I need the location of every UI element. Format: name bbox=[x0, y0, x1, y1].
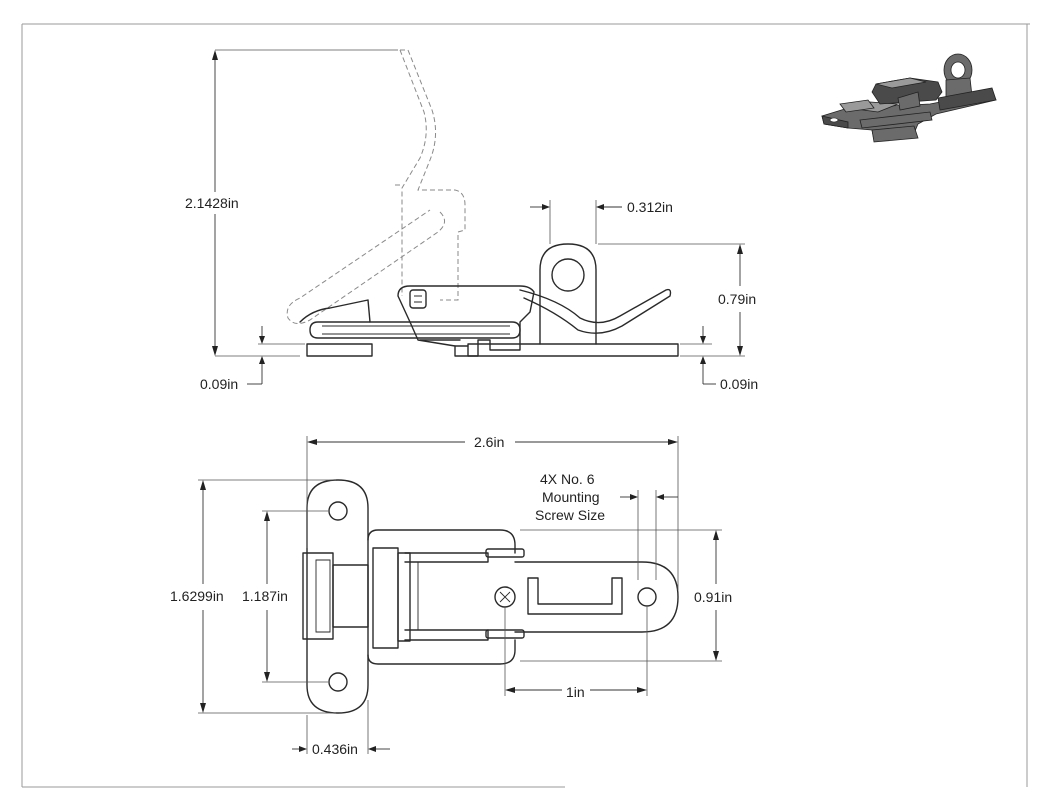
top-view bbox=[302, 479, 679, 714]
side-view bbox=[286, 49, 679, 357]
pivot-width-dimension: 0.312in bbox=[530, 199, 673, 244]
hole-spacing-horizontal-label: 1in bbox=[566, 684, 585, 700]
pivot-width-label: 0.312in bbox=[627, 199, 673, 215]
hole-spacing-vertical-label: 1.187in bbox=[242, 588, 288, 604]
hole-spacing-vertical-dimension: 1.187in bbox=[242, 510, 328, 683]
mounting-screw-note: 4X No. 6 Mounting Screw Size bbox=[535, 471, 678, 580]
left-base-thickness-dimension: 0.09in bbox=[200, 326, 305, 392]
right-base-thickness-dimension: 0.09in bbox=[680, 326, 758, 392]
overall-width-dimension: 1.6299in bbox=[170, 479, 336, 714]
mounting-note-line1: 4X No. 6 bbox=[540, 471, 595, 487]
flange-offset-label: 0.436in bbox=[312, 741, 358, 757]
overall-height-label: 2.1428in bbox=[185, 195, 239, 211]
catch-width-dimension: 0.91in bbox=[520, 529, 732, 662]
overall-length-label: 2.6in bbox=[474, 434, 504, 450]
pivot-height-dimension: 0.79in bbox=[598, 243, 756, 357]
pivot-height-label: 0.79in bbox=[718, 291, 756, 307]
left-base-thickness-label: 0.09in bbox=[200, 376, 238, 392]
hole-spacing-horizontal-dimension: 1in bbox=[504, 607, 648, 711]
phantom-handle-open bbox=[286, 49, 466, 324]
flange-offset-dimension: 0.436in bbox=[292, 700, 390, 757]
overall-width-label: 1.6299in bbox=[170, 588, 224, 604]
right-base-thickness-label: 0.09in bbox=[720, 376, 758, 392]
overall-length-dimension: 2.6in bbox=[306, 434, 679, 590]
drawing-frame bbox=[21, 23, 1030, 788]
mounting-note-line3: Screw Size bbox=[535, 507, 605, 523]
overall-height-dimension: 2.1428in bbox=[185, 49, 398, 357]
mounting-note-line2: Mounting bbox=[542, 489, 600, 505]
catch-width-label: 0.91in bbox=[694, 589, 732, 605]
isometric-view bbox=[821, 53, 997, 143]
